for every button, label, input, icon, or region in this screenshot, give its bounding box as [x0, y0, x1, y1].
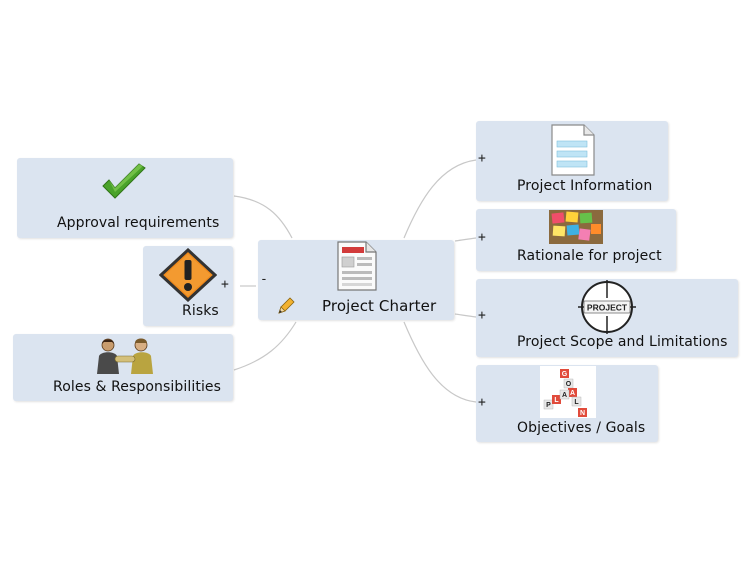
central-topic-label: Project Charter [322, 297, 437, 315]
goal-letter-l: L [574, 399, 579, 406]
plan-letter-n: N [580, 410, 585, 417]
project-crosshair-text: PROJECT [587, 303, 628, 313]
project-scope-expand-toggle[interactable]: + [478, 308, 486, 323]
goal-letter-o: O [566, 381, 572, 388]
risks-expand-toggle[interactable]: + [221, 277, 229, 292]
document-icon [551, 124, 595, 176]
plan-letter-l: L [554, 397, 559, 404]
document-form-icon [337, 241, 377, 291]
plan-letter-p: P [546, 402, 551, 409]
topic-project-scope-limitations[interactable]: PROJECT Project Scope and Limitations [476, 279, 738, 357]
pencil-icon[interactable] [276, 296, 296, 316]
topic-roles-responsibilities[interactable]: Roles & Responsibilities [13, 334, 233, 401]
topic-approval-requirements[interactable]: Approval requirements [17, 158, 233, 238]
topic-risks[interactable]: Risks [143, 246, 233, 326]
topic-objectives-goals-label: Objectives / Goals [517, 420, 646, 436]
rationale-expand-toggle[interactable]: + [478, 230, 486, 245]
people-handshake-icon [97, 338, 153, 374]
warning-icon [159, 248, 217, 302]
project-information-expand-toggle[interactable]: + [478, 151, 486, 166]
project-crosshair-icon: PROJECT [578, 280, 636, 334]
topic-project-information[interactable]: Project Information [476, 121, 668, 201]
topic-objectives-goals[interactable]: G O A L P L A N Objectives / Goals [476, 365, 658, 442]
topic-risks-label: Risks [182, 303, 219, 319]
goal-letter-a: A [570, 390, 575, 397]
central-topic[interactable]: Project Charter [258, 240, 454, 320]
goal-letter-g: G [562, 371, 568, 378]
topic-rationale-for-project[interactable]: Rationale for project [476, 209, 676, 271]
topic-roles-responsibilities-label: Roles & Responsibilities [53, 379, 222, 395]
topic-project-information-label: Project Information [517, 178, 653, 194]
topic-project-scope-limitations-label: Project Scope and Limitations [517, 334, 728, 350]
topic-rationale-for-project-label: Rationale for project [517, 248, 662, 264]
sticky-notes-icon [549, 210, 603, 244]
central-collapse-toggle[interactable]: - [260, 272, 268, 287]
plan-letter-a: A [562, 392, 567, 399]
checkmark-icon [102, 163, 146, 199]
goal-plan-blocks-icon: G O A L P L A N [540, 366, 596, 418]
objectives-expand-toggle[interactable]: + [478, 395, 486, 410]
topic-approval-requirements-label: Approval requirements [57, 215, 220, 231]
